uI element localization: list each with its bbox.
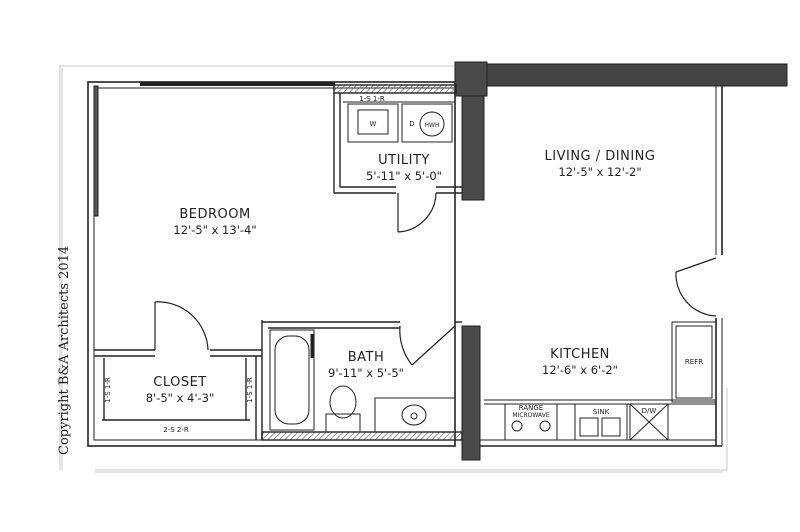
closet-label: CLOSET (153, 375, 207, 390)
microwave-label: MICROWAVE (512, 412, 549, 419)
structural-columns (93, 61, 788, 461)
vanity (374, 397, 456, 433)
sink-label: SINK (593, 408, 610, 416)
dryer-label: D (409, 120, 414, 128)
copyright-text: Copyright B&A Architects 2014 (57, 246, 72, 455)
water-heater-label: HWH (425, 122, 440, 129)
utility-shelf-label: 1-S 1-R (359, 95, 385, 103)
closet-bottom-shelf-label: 2-S 2-R (163, 426, 189, 434)
utility-door (397, 192, 437, 233)
entry-door (675, 257, 717, 317)
kitchen-counter (484, 321, 717, 441)
washer-label: W (370, 120, 377, 128)
closet-door (154, 301, 209, 351)
dishwasher-label: D/W (642, 407, 657, 415)
bedroom-dims: 12'-5" x 13'-4" (173, 223, 256, 237)
kitchen-label: KITCHEN (550, 347, 610, 362)
utility-label: UTILITY (378, 153, 430, 168)
fridge-label: REFR (685, 358, 703, 366)
toilet (325, 385, 361, 433)
range-label: RANGE (519, 404, 543, 412)
kitchen-dims: 12'-6" x 6'-2" (542, 363, 618, 377)
utility-dims: 5'-11" x 5'-0" (366, 169, 442, 183)
washer-dryer (343, 101, 455, 143)
bedroom-label: BEDROOM (179, 207, 250, 222)
bath-label: BATH (348, 350, 385, 365)
closet-walls (94, 320, 263, 440)
living-label: LIVING / DINING (545, 149, 656, 164)
bath-door (399, 325, 456, 366)
closet-left-shelf-label: 1-S 1-R (104, 377, 112, 403)
closet-dims: 8'-5" x 4'-3" (146, 391, 215, 405)
utility-walls (333, 84, 462, 194)
guide-lines (59, 65, 728, 473)
bath-dims: 9'-11" x 5'-5" (328, 366, 404, 380)
bathtub (269, 329, 315, 431)
bath-walls (261, 321, 463, 441)
closet-right-shelf-label: 1-S 1-R (246, 377, 254, 403)
living-dims: 12'-5" x 12'-2" (558, 165, 641, 179)
